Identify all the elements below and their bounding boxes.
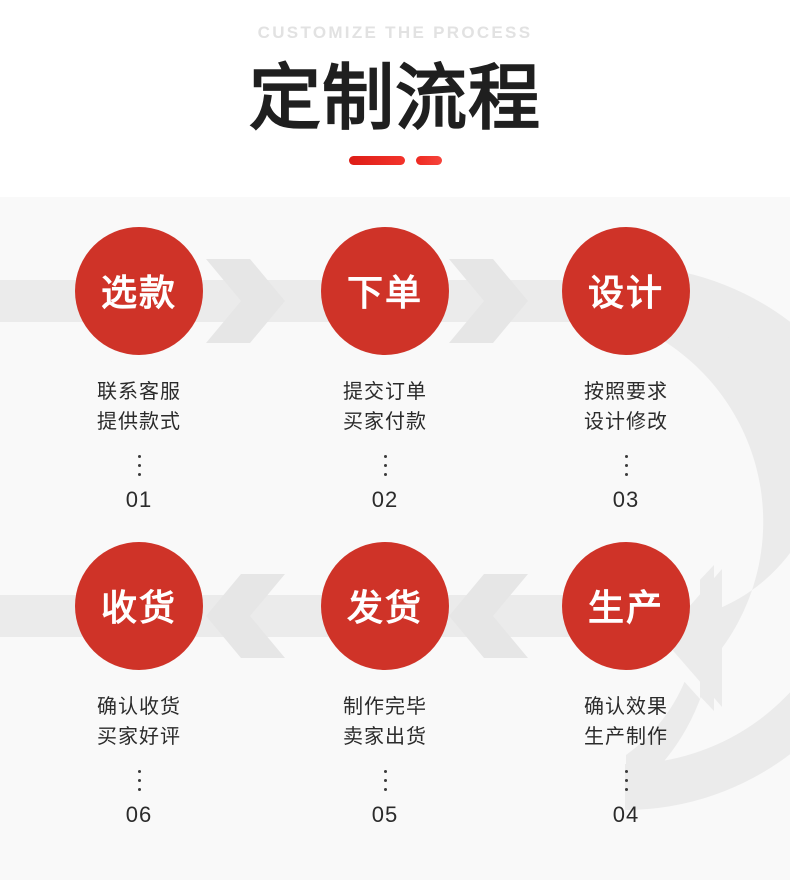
step-dotted-connector-01 bbox=[44, 449, 234, 481]
arrow-right-1 bbox=[206, 259, 285, 343]
dot bbox=[383, 769, 387, 773]
process-step-05[interactable]: 发货 制作完毕 卖家出货 05 bbox=[290, 542, 480, 828]
dot bbox=[624, 472, 628, 476]
step-dotted-connector-05 bbox=[290, 764, 480, 796]
dot bbox=[383, 778, 387, 782]
step-dotted-connector-03 bbox=[531, 449, 721, 481]
step-circle-01[interactable]: 选款 bbox=[75, 227, 203, 355]
step-number-04: 04 bbox=[612, 802, 640, 827]
dot bbox=[624, 769, 628, 773]
step-desc-line-1: 按照要求 bbox=[584, 381, 668, 403]
dot bbox=[383, 472, 387, 476]
dot bbox=[624, 463, 628, 467]
step-desc-line-2: 卖家出货 bbox=[343, 726, 427, 748]
step-circle-02[interactable]: 下单 bbox=[321, 227, 449, 355]
process-flow-diagram: 选款 联系客服 提供款式 01 下单 提交订单 买家付款 02 设计 按照要求 … bbox=[0, 197, 790, 880]
step-desc-line-2: 提供款式 bbox=[97, 411, 181, 433]
dot bbox=[383, 454, 387, 458]
accent-bar-long bbox=[348, 155, 405, 165]
process-step-02[interactable]: 下单 提交订单 买家付款 02 bbox=[290, 227, 480, 513]
dot bbox=[624, 787, 628, 791]
step-description-03: 按照要求 设计修改 bbox=[531, 377, 721, 437]
page-title: 定制流程 bbox=[248, 59, 541, 139]
step-desc-line-2: 生产制作 bbox=[584, 726, 668, 748]
process-step-04[interactable]: 生产 确认效果 生产制作 04 bbox=[531, 542, 721, 828]
process-step-06[interactable]: 收货 确认收货 买家好评 06 bbox=[44, 542, 234, 828]
step-desc-line-2: 设计修改 bbox=[584, 411, 668, 433]
step-dotted-connector-04 bbox=[531, 764, 721, 796]
dot bbox=[137, 454, 141, 458]
step-desc-line-1: 联系客服 bbox=[97, 381, 181, 403]
dot bbox=[383, 463, 387, 467]
accent-bar-short bbox=[415, 155, 442, 165]
step-description-06: 确认收货 买家好评 bbox=[44, 692, 234, 752]
step-number-05: 05 bbox=[371, 802, 399, 827]
step-desc-line-2: 买家好评 bbox=[97, 726, 181, 748]
dot bbox=[383, 787, 387, 791]
step-description-02: 提交订单 买家付款 bbox=[290, 377, 480, 437]
step-description-04: 确认效果 生产制作 bbox=[531, 692, 721, 752]
step-circle-05[interactable]: 发货 bbox=[321, 542, 449, 670]
dot bbox=[137, 463, 141, 467]
dot bbox=[137, 769, 141, 773]
page-header: CUSTOMIZE THE PROCESS 定制流程 bbox=[0, 0, 790, 197]
step-desc-line-1: 制作完毕 bbox=[343, 696, 427, 718]
step-number-01: 01 bbox=[125, 487, 153, 512]
dot bbox=[137, 787, 141, 791]
header-kicker: CUSTOMIZE THE PROCESS bbox=[257, 23, 533, 42]
process-step-01[interactable]: 选款 联系客服 提供款式 01 bbox=[44, 227, 234, 513]
step-desc-line-1: 确认收货 bbox=[97, 696, 181, 718]
step-description-01: 联系客服 提供款式 bbox=[44, 377, 234, 437]
dot bbox=[137, 472, 141, 476]
step-dotted-connector-02 bbox=[290, 449, 480, 481]
step-number-06: 06 bbox=[125, 802, 153, 827]
step-desc-line-1: 提交订单 bbox=[343, 381, 427, 403]
arrow-left-2 bbox=[449, 574, 528, 658]
step-number-02: 02 bbox=[371, 487, 399, 512]
dot bbox=[137, 778, 141, 782]
arrow-left-1 bbox=[206, 574, 285, 658]
title-accent-underline bbox=[0, 154, 790, 166]
process-step-03[interactable]: 设计 按照要求 设计修改 03 bbox=[531, 227, 721, 513]
step-circle-04[interactable]: 生产 bbox=[562, 542, 690, 670]
step-dotted-connector-06 bbox=[44, 764, 234, 796]
dot bbox=[624, 454, 628, 458]
step-desc-line-2: 买家付款 bbox=[343, 411, 427, 433]
step-circle-03[interactable]: 设计 bbox=[562, 227, 690, 355]
arrow-right-2 bbox=[449, 259, 528, 343]
step-desc-line-1: 确认效果 bbox=[584, 696, 668, 718]
step-description-05: 制作完毕 卖家出货 bbox=[290, 692, 480, 752]
step-circle-06[interactable]: 收货 bbox=[75, 542, 203, 670]
dot bbox=[624, 778, 628, 782]
step-number-03: 03 bbox=[612, 487, 640, 512]
